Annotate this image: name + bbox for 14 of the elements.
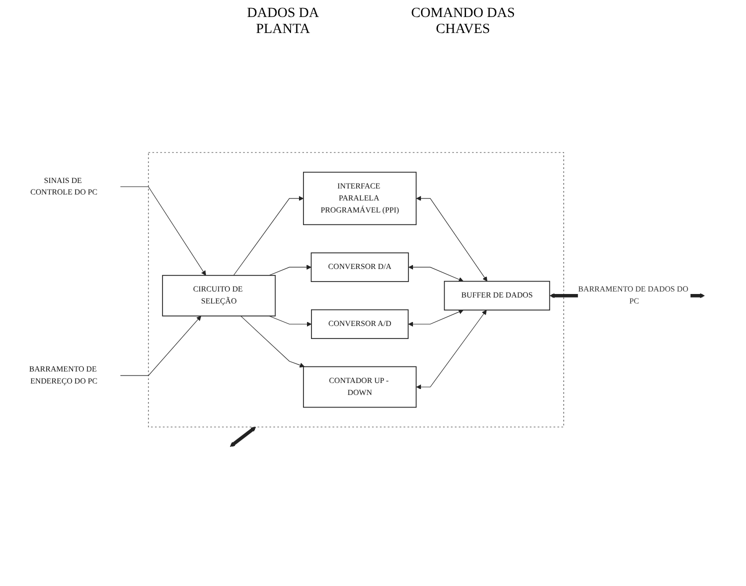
arrow — [408, 309, 464, 327]
arrow — [416, 196, 488, 282]
note-text: COMANDO DAS CHAVES — [410, 6, 516, 38]
arrow — [120, 186, 206, 276]
arrow — [230, 426, 256, 447]
arrow — [120, 316, 202, 376]
arrow — [408, 264, 464, 282]
arrow — [240, 316, 305, 368]
arrow — [268, 316, 312, 327]
cluster — [148, 152, 564, 428]
arrow — [416, 310, 487, 390]
note-text: DADOS DA PLANTA — [246, 6, 320, 38]
arrow — [268, 264, 312, 276]
arrow — [233, 196, 304, 276]
